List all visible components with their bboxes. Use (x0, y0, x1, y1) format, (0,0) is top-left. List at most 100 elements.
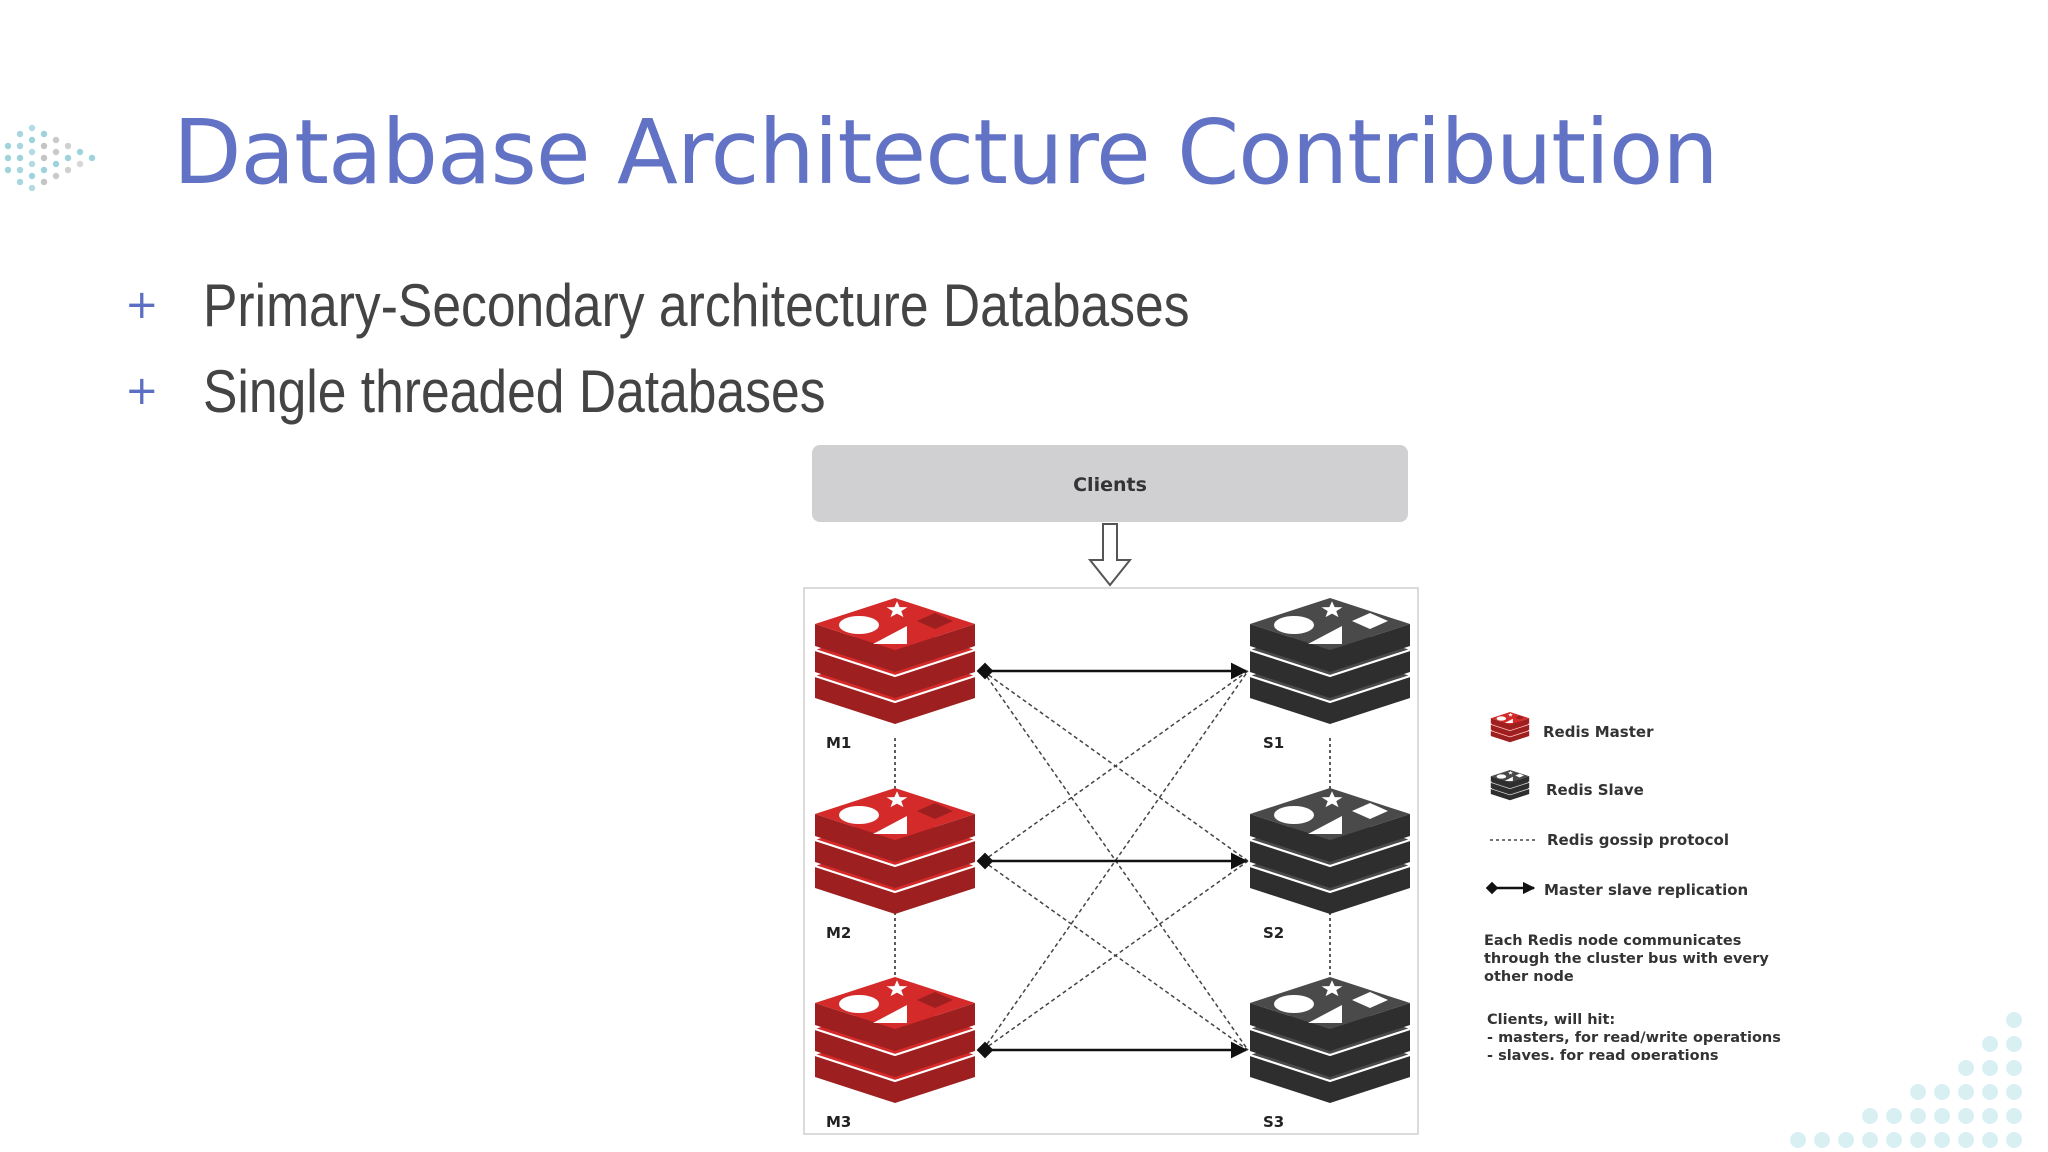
dot (28, 124, 36, 132)
dot (1982, 1060, 1998, 1076)
bullet-text: Primary-Secondary architecture Databases (203, 271, 1190, 339)
dot (16, 130, 24, 138)
dot (2006, 1012, 2022, 1028)
dot (28, 136, 36, 144)
dot (2006, 1132, 2022, 1148)
dot (1862, 1132, 1878, 1148)
dot (1934, 1084, 1950, 1100)
dot (1838, 1132, 1854, 1148)
dot (1958, 1108, 1974, 1124)
note-line: through the cluster bus with every (1484, 951, 1769, 967)
redis-master-node (814, 788, 976, 914)
dot (52, 160, 60, 168)
note-line: - slaves, for read operations (1487, 1048, 1719, 1060)
links-layer (894, 662, 1331, 1059)
dot (64, 142, 72, 150)
dot (1982, 1084, 1998, 1100)
dot (28, 184, 36, 192)
dot (1958, 1060, 1974, 1076)
dot (40, 130, 48, 138)
dot (1910, 1108, 1926, 1124)
plus-icon: + (125, 368, 159, 414)
redis-master-node (814, 977, 976, 1103)
dot (1982, 1108, 1998, 1124)
dot (4, 154, 12, 162)
dot (40, 178, 48, 186)
dot (1934, 1132, 1950, 1148)
dot (1790, 1132, 1806, 1148)
cluster-frame (803, 587, 1419, 1135)
clients-box (812, 445, 1408, 522)
dot (52, 148, 60, 156)
dots-decoration-left (4, 124, 96, 192)
bullet-list: + Primary-Secondary architecture Databas… (125, 262, 1350, 434)
dot (76, 160, 84, 168)
dot (40, 154, 48, 162)
legend-label-slave: Redis Slave (1546, 781, 1644, 799)
dot (64, 154, 72, 162)
down-arrow-icon (1087, 523, 1133, 587)
note-line: other node (1484, 969, 1574, 985)
dot (2006, 1108, 2022, 1124)
redis-slave-icon (1490, 770, 1530, 801)
dot (1886, 1132, 1902, 1148)
dot (4, 142, 12, 150)
dot (28, 172, 36, 180)
redis-slave-node (1249, 788, 1411, 914)
dot (1862, 1108, 1878, 1124)
legend-note-clients: Clients, will hit: - masters, for read/w… (1487, 1012, 1786, 1060)
node-label: M2 (826, 924, 851, 942)
bullet-item: + Primary-Secondary architecture Databas… (125, 262, 1350, 348)
redis-slave-node (1249, 977, 1411, 1103)
dot (1982, 1132, 1998, 1148)
dot (1958, 1132, 1974, 1148)
legend-label-gossip: Redis gossip protocol (1547, 831, 1729, 849)
dot (1934, 1108, 1950, 1124)
dot (28, 148, 36, 156)
dot (2006, 1084, 2022, 1100)
node-label: S2 (1263, 924, 1284, 942)
dot (76, 148, 84, 156)
node-label: M3 (826, 1113, 851, 1131)
dot (40, 142, 48, 150)
redis-master-icon (1490, 712, 1530, 743)
dots-decoration-right (1790, 1012, 2022, 1148)
dot (16, 154, 24, 162)
dot (2006, 1036, 2022, 1052)
legend-label-replication: Master slave replication (1544, 881, 1748, 899)
dot (1814, 1132, 1830, 1148)
note-line: Each Redis node communicates (1484, 933, 1741, 949)
legend-note-cluster-bus: Each Redis node communicates through the… (1484, 933, 1774, 985)
dot (1982, 1036, 1998, 1052)
node-label: M1 (826, 734, 851, 752)
dot (16, 178, 24, 186)
redis-master-node (814, 598, 976, 724)
bullet-text: Single threaded Databases (203, 357, 826, 425)
dot (16, 142, 24, 150)
dot (88, 154, 96, 162)
note-line: Clients, will hit: (1487, 1012, 1615, 1028)
bullet-item: + Single threaded Databases (125, 348, 1350, 434)
dot (40, 166, 48, 174)
dot (2006, 1060, 2022, 1076)
node-label: S3 (1263, 1113, 1284, 1131)
plus-icon: + (125, 282, 159, 328)
slide-title: Database Architecture Contribution (173, 100, 1719, 204)
redis-slave-node (1249, 598, 1411, 724)
dot (52, 172, 60, 180)
node-label: S1 (1263, 734, 1284, 752)
dot (1886, 1108, 1902, 1124)
dot (1910, 1084, 1926, 1100)
legend-label-master: Redis Master (1543, 723, 1654, 741)
dot (52, 136, 60, 144)
dot (1910, 1132, 1926, 1148)
clients-label: Clients (1073, 474, 1147, 496)
gossip-line (982, 860, 1249, 1051)
dot (28, 160, 36, 168)
dot (1958, 1084, 1974, 1100)
dot (16, 166, 24, 174)
diagram-legend: Redis Master Redis Slave Redis gossip pr… (1484, 712, 1786, 1060)
dot (4, 166, 12, 174)
